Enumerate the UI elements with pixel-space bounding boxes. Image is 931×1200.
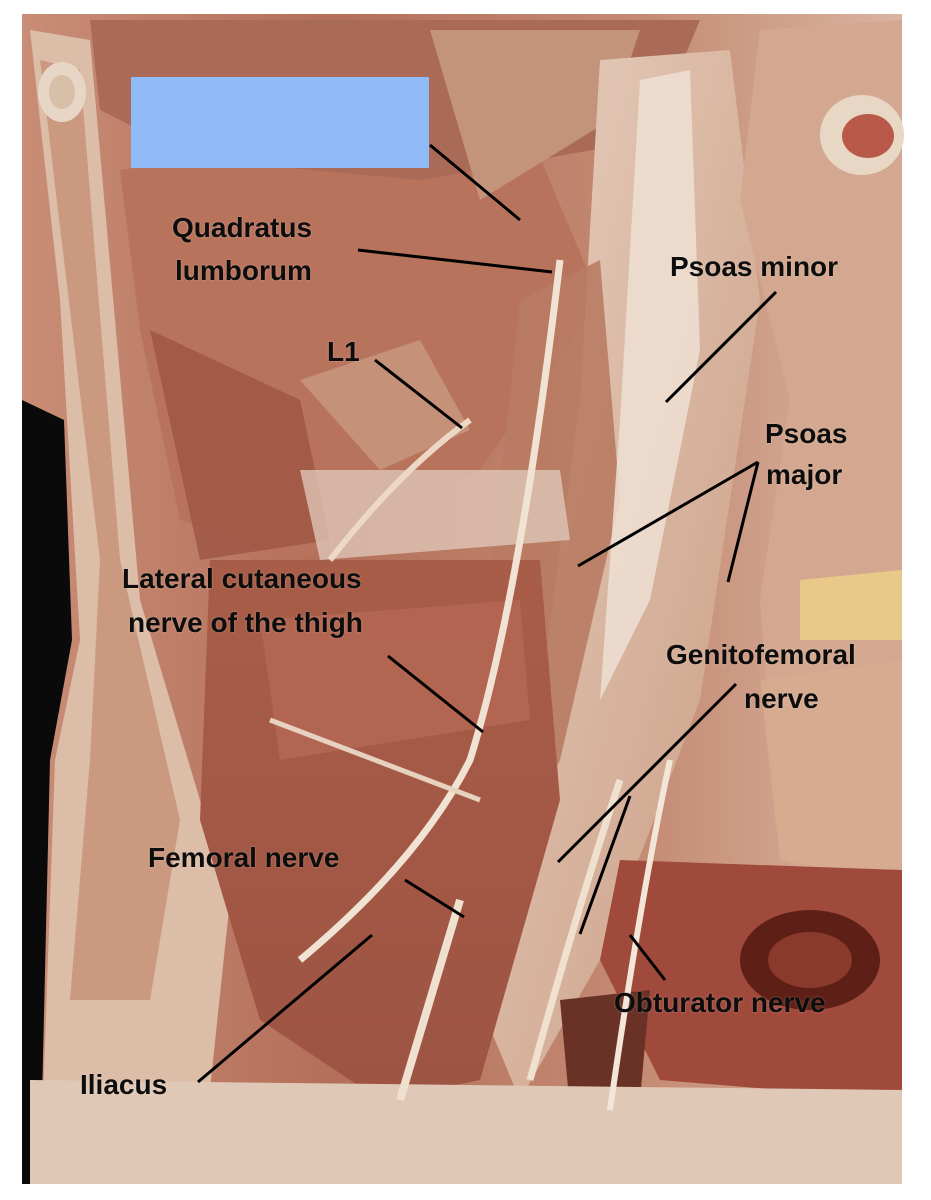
hidden-label-box <box>131 77 429 168</box>
label-femoral-nerve: Femoral nerve <box>148 842 340 873</box>
label-psoas-major-line1: Psoas <box>765 418 848 449</box>
label-quadratus-lumborum-line1: Quadratus <box>172 212 313 243</box>
label-genitofemoral-line1: Genitofemoral <box>666 639 856 670</box>
label-iliacus: Iliacus <box>80 1069 168 1100</box>
label-lateral-cutaneous-line2: nerve of the thigh <box>128 607 363 638</box>
leader-lines <box>197 143 778 1084</box>
label-lateral-cutaneous-line1: Lateral cutaneous <box>122 563 362 594</box>
label-l1: L1 <box>327 336 360 367</box>
label-quadratus-lumborum-line2: lumborum <box>175 255 312 286</box>
label-psoas-minor: Psoas minor <box>670 251 839 282</box>
label-psoas-major-line2: major <box>766 459 843 490</box>
label-obturator-nerve: Obturator nerve <box>614 987 826 1018</box>
label-genitofemoral-line2: nerve <box>744 683 819 714</box>
